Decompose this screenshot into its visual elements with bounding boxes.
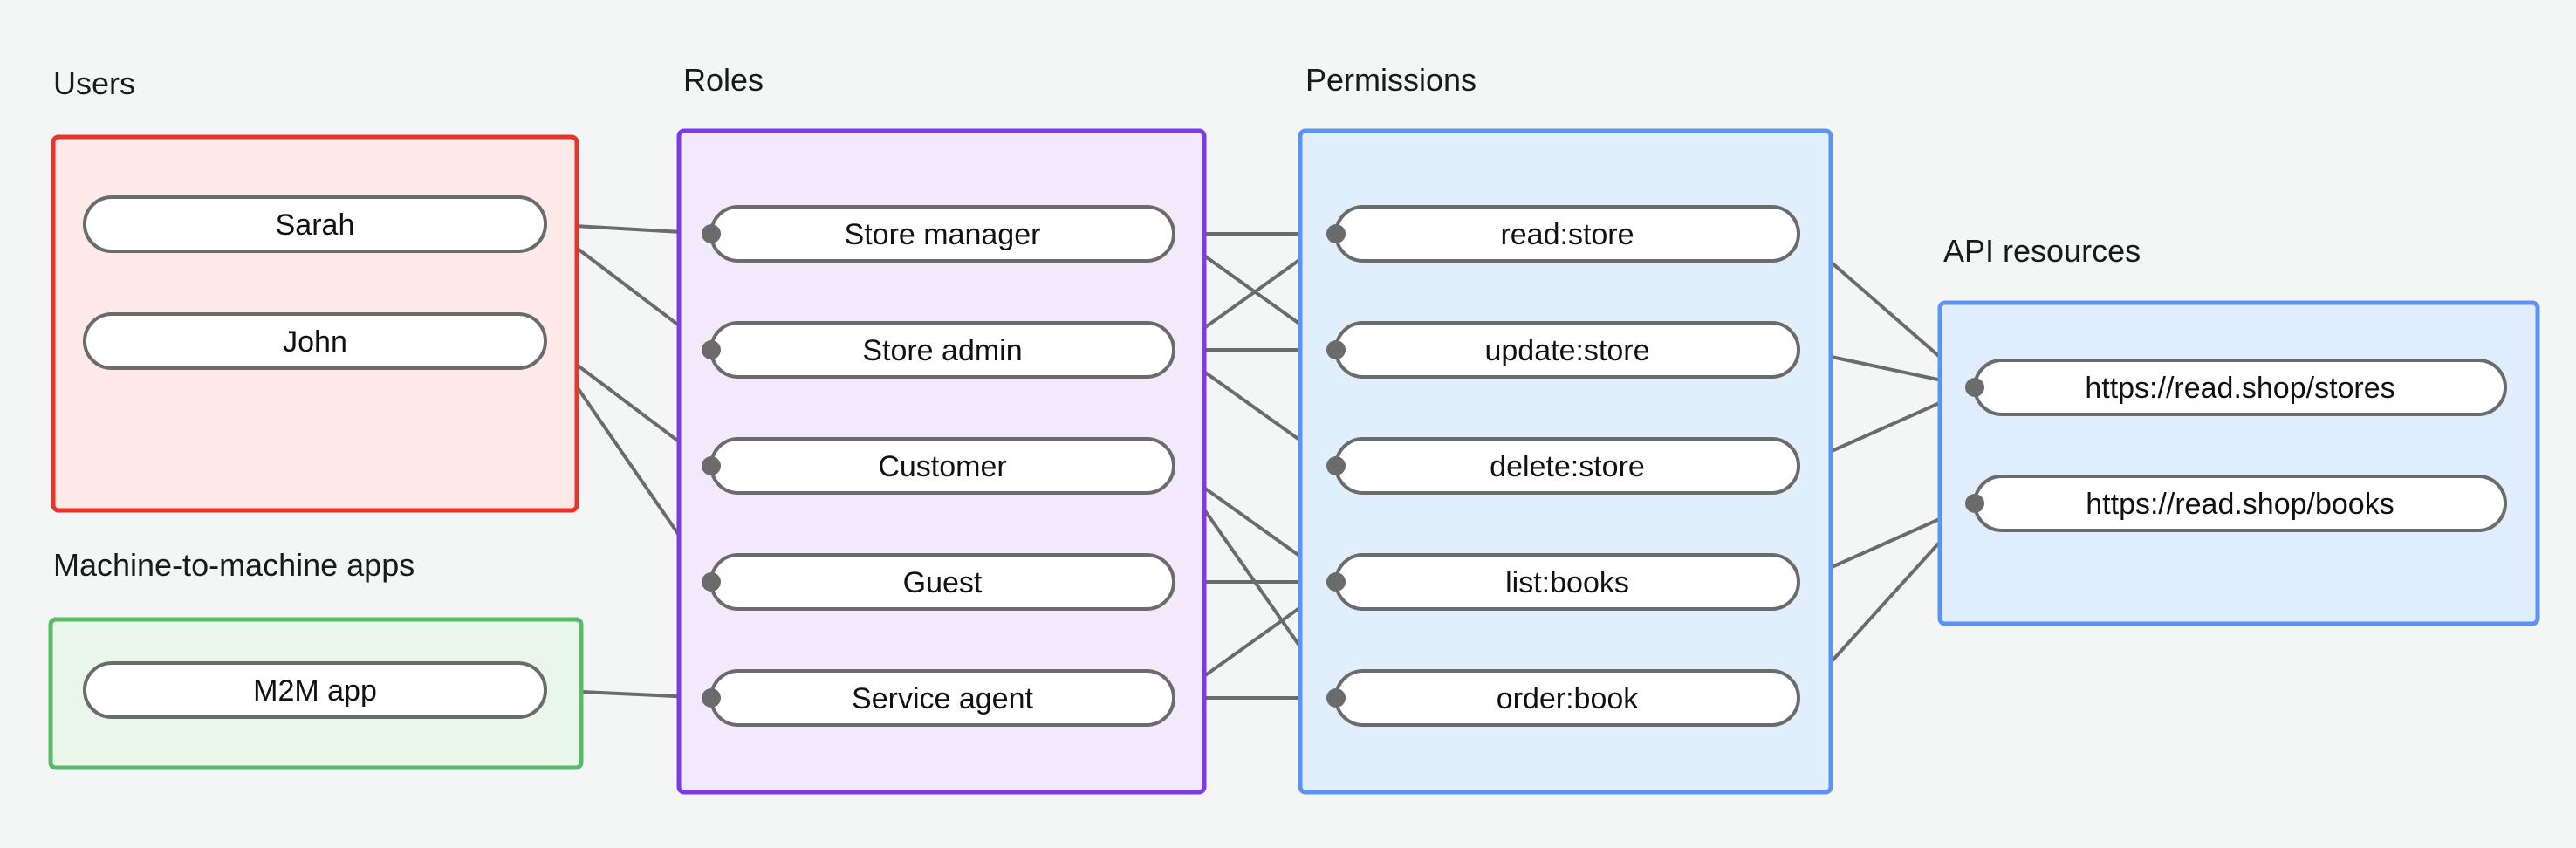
node-pill-m2m-app[interactable] <box>83 661 547 719</box>
node-guest[interactable]: Guest <box>709 553 1175 611</box>
node-customer[interactable]: Customer <box>709 437 1175 495</box>
node-john[interactable]: John <box>83 312 547 370</box>
connection-dot <box>1965 494 1984 513</box>
group-label-m2m: Machine-to-machine apps <box>53 547 414 583</box>
node-label-books-url: https://read.shop/books <box>2086 488 2394 521</box>
node-label-store-admin: Store admin <box>862 334 1022 367</box>
node-label-m2m-app: M2M app <box>253 674 377 708</box>
node-label-delete-store: delete:store <box>1490 450 1645 483</box>
node-store-manager[interactable]: Store manager <box>709 205 1175 263</box>
node-label-john: John <box>283 325 347 359</box>
node-order-book[interactable]: order:book <box>1334 669 1800 727</box>
node-label-order-book: order:book <box>1497 682 1640 715</box>
node-list-books[interactable]: list:books <box>1334 553 1800 611</box>
node-stores-url[interactable]: https://read.shop/stores <box>1973 359 2507 416</box>
group-label-api-resources: API resources <box>1943 233 2141 269</box>
group-container-api-resources <box>1937 300 2540 626</box>
node-m2m-app[interactable]: M2M app <box>83 661 547 719</box>
node-delete-store[interactable]: delete:store <box>1334 437 1800 495</box>
node-label-stores-url: https://read.shop/stores <box>2085 372 2394 405</box>
group-permissions: Permissions read:store update:store delete:… <box>1298 62 1833 795</box>
connection-dot <box>1326 224 1346 243</box>
group-api-resources: API resources https://read.shop/stores htt… <box>1937 233 2540 626</box>
connection-dot <box>702 572 721 592</box>
node-label-update-store: update:store <box>1484 334 1649 367</box>
node-label-store-manager: Store manager <box>845 218 1041 251</box>
connection-dot <box>702 456 721 475</box>
node-sarah[interactable]: Sarah <box>83 195 547 253</box>
group-label-permissions: Permissions <box>1305 62 1476 98</box>
node-pill-john[interactable] <box>83 312 547 370</box>
node-label-read-store: read:store <box>1500 218 1634 251</box>
connection-dot <box>702 224 721 243</box>
node-books-url[interactable]: https://read.shop/books <box>1973 475 2507 532</box>
group-label-roles: Roles <box>683 62 764 98</box>
node-label-customer: Customer <box>878 450 1006 483</box>
node-store-admin[interactable]: Store admin <box>709 321 1175 379</box>
connection-dots-layer <box>702 224 1984 708</box>
node-label-service-agent: Service agent <box>852 682 1033 715</box>
node-pill-sarah[interactable] <box>83 195 547 253</box>
connection-dot <box>1326 456 1346 475</box>
connection-dot <box>702 340 721 359</box>
node-label-sarah: Sarah <box>276 209 355 242</box>
node-label-list-books: list:books <box>1505 566 1629 599</box>
node-service-agent[interactable]: Service agent <box>709 669 1175 727</box>
node-update-store[interactable]: update:store <box>1334 321 1800 379</box>
node-read-store[interactable]: read:store <box>1334 205 1800 263</box>
connection-dot <box>1326 572 1346 592</box>
connection-dot <box>1965 378 1984 397</box>
group-label-users: Users <box>53 65 135 101</box>
connection-dot <box>702 688 721 708</box>
connection-dot <box>1326 688 1346 708</box>
connection-dot <box>1326 340 1346 359</box>
node-label-guest: Guest <box>903 566 983 599</box>
